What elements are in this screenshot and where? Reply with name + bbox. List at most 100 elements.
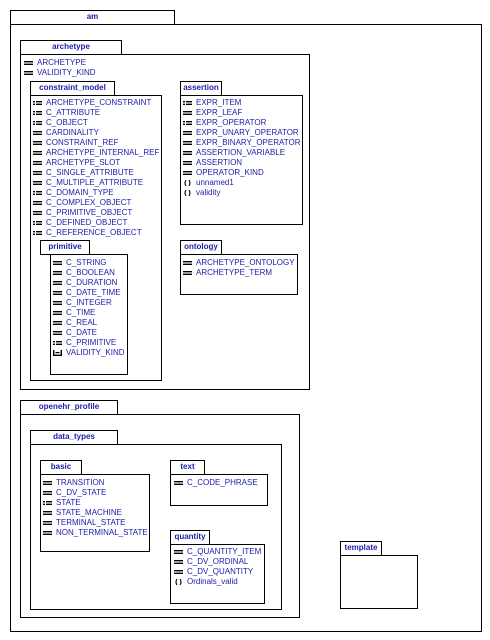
package-body-assertion: [180, 95, 303, 225]
class-item[interactable]: C_PRIMITIVE: [53, 338, 125, 348]
class-item[interactable]: C_TIME: [53, 308, 125, 318]
package-tab-quantity[interactable]: quantity: [170, 530, 210, 545]
class-label: C_COMPLEX_OBJECT: [46, 198, 132, 207]
package-tab-text[interactable]: text: [170, 460, 205, 475]
class-item[interactable]: ARCHETYPE: [24, 58, 96, 68]
package-tab-template[interactable]: template: [340, 541, 382, 556]
package-tab-ontology[interactable]: ontology: [180, 240, 222, 255]
package-tab-data-types[interactable]: data_types: [30, 430, 118, 445]
class-item[interactable]: ASSERTION: [183, 158, 300, 168]
class-item[interactable]: ARCHETYPE_CONSTRAINT: [33, 98, 159, 108]
class-item[interactable]: TRANSITION: [43, 478, 148, 488]
class-icon: [174, 548, 183, 556]
class-item[interactable]: C_DATE: [53, 328, 125, 338]
class-icon: [183, 109, 192, 117]
class-item[interactable]: C_DV_ORDINAL: [174, 557, 261, 567]
package-tab-openehr-profile[interactable]: openehr_profile: [20, 400, 118, 415]
class-item[interactable]: NON_TERMINAL_STATE: [43, 528, 148, 538]
class-icon: [33, 129, 42, 137]
class-item[interactable]: unnamed1: [183, 178, 300, 188]
class-label: CARDINALITY: [46, 128, 99, 137]
class-item[interactable]: EXPR_OPERATOR: [183, 118, 300, 128]
class-item[interactable]: C_REFERENCE_OBJECT: [33, 228, 159, 238]
class-label: validity: [196, 188, 221, 197]
class-item[interactable]: C_PRIMITIVE_OBJECT: [33, 208, 159, 218]
class-icon: [24, 59, 33, 67]
package-body-quantity: [170, 544, 265, 604]
class-item[interactable]: C_CODE_PHRASE: [174, 478, 258, 488]
class-item[interactable]: C_REAL: [53, 318, 125, 328]
class-item[interactable]: C_COMPLEX_OBJECT: [33, 198, 159, 208]
class-icon: [53, 259, 62, 267]
class-item[interactable]: ARCHETYPE_TERM: [183, 268, 295, 278]
package-tab-primitive[interactable]: primitive: [40, 240, 90, 255]
class-item[interactable]: C_STRING: [53, 258, 125, 268]
class-label: CONSTRAINT_REF: [46, 138, 119, 147]
class-item[interactable]: C_ATTRIBUTE: [33, 108, 159, 118]
class-item[interactable]: C_INTEGER: [53, 298, 125, 308]
package-body-text: [170, 474, 268, 506]
class-item[interactable]: C_QUANTITY_ITEM: [174, 547, 261, 557]
class-item[interactable]: ARCHETYPE_INTERNAL_REF: [33, 148, 159, 158]
package-body-template: [340, 555, 418, 609]
class-item[interactable]: STATE_MACHINE: [43, 508, 148, 518]
class-item[interactable]: C_DURATION: [53, 278, 125, 288]
class-label: EXPR_UNARY_OPERATOR: [196, 128, 299, 137]
class-item[interactable]: EXPR_UNARY_OPERATOR: [183, 128, 300, 138]
class-label: C_DV_QUANTITY: [187, 567, 254, 576]
class-label: ARCHETYPE_INTERNAL_REF: [46, 148, 160, 157]
class-item[interactable]: TERMINAL_STATE: [43, 518, 148, 528]
abstract-class-icon: [33, 99, 42, 107]
package-tab-constraint-model[interactable]: constraint_model: [30, 81, 115, 96]
class-item[interactable]: CONSTRAINT_REF: [33, 138, 159, 148]
class-icon: [43, 479, 52, 487]
class-item[interactable]: VALIDITY_KIND: [24, 68, 96, 78]
class-item[interactable]: ARCHETYPE_ONTOLOGY: [183, 258, 295, 268]
class-icon: [33, 199, 42, 207]
class-label: ASSERTION: [196, 158, 243, 167]
class-icon: [53, 319, 62, 327]
class-item[interactable]: C_DV_STATE: [43, 488, 148, 498]
class-label: C_INTEGER: [66, 298, 112, 307]
class-item[interactable]: C_MULTIPLE_ATTRIBUTE: [33, 178, 159, 188]
package-tab-assertion[interactable]: assertion: [180, 81, 222, 96]
class-item[interactable]: C_OBJECT: [33, 118, 159, 128]
class-item[interactable]: OPERATOR_KIND: [183, 168, 300, 178]
class-item[interactable]: EXPR_BINARY_OPERATOR: [183, 138, 300, 148]
class-item[interactable]: C_DATE_TIME: [53, 288, 125, 298]
class-label: C_STRING: [66, 258, 107, 267]
class-icon: [33, 149, 42, 157]
class-label: ARCHETYPE: [37, 58, 86, 67]
class-item[interactable]: EXPR_LEAF: [183, 108, 300, 118]
class-label: ARCHETYPE_ONTOLOGY: [196, 258, 295, 267]
class-item[interactable]: EXPR_ITEM: [183, 98, 300, 108]
package-body-ontology: [180, 254, 298, 295]
abstract-class-icon: [33, 189, 42, 197]
class-item[interactable]: C_DEFINED_OBJECT: [33, 218, 159, 228]
class-icon: [183, 169, 192, 177]
class-item[interactable]: C_DV_QUANTITY: [174, 567, 261, 577]
class-item[interactable]: VALIDITY_KIND: [53, 348, 125, 358]
class-label: C_TIME: [66, 308, 96, 317]
class-label: C_DOMAIN_TYPE: [46, 188, 114, 197]
constraint-icon: [174, 578, 183, 586]
class-item[interactable]: ASSERTION_VARIABLE: [183, 148, 300, 158]
class-icon: [174, 568, 183, 576]
class-item[interactable]: Ordinals_valid: [174, 577, 261, 587]
package-tab-archetype[interactable]: archetype: [20, 40, 122, 55]
class-item[interactable]: STATE: [43, 498, 148, 508]
class-item[interactable]: ARCHETYPE_SLOT: [33, 158, 159, 168]
class-label: C_REAL: [66, 318, 98, 327]
class-label: STATE_MACHINE: [56, 508, 122, 517]
package-tab-basic[interactable]: basic: [40, 460, 82, 475]
class-item[interactable]: C_DOMAIN_TYPE: [33, 188, 159, 198]
class-item[interactable]: CARDINALITY: [33, 128, 159, 138]
class-icon: [183, 129, 192, 137]
class-item[interactable]: C_SINGLE_ATTRIBUTE: [33, 168, 159, 178]
package-tab-am[interactable]: am: [10, 10, 175, 25]
class-label: TRANSITION: [56, 478, 105, 487]
class-item[interactable]: C_BOOLEAN: [53, 268, 125, 278]
abstract-class-icon: [183, 119, 192, 127]
class-item[interactable]: validity: [183, 188, 300, 198]
